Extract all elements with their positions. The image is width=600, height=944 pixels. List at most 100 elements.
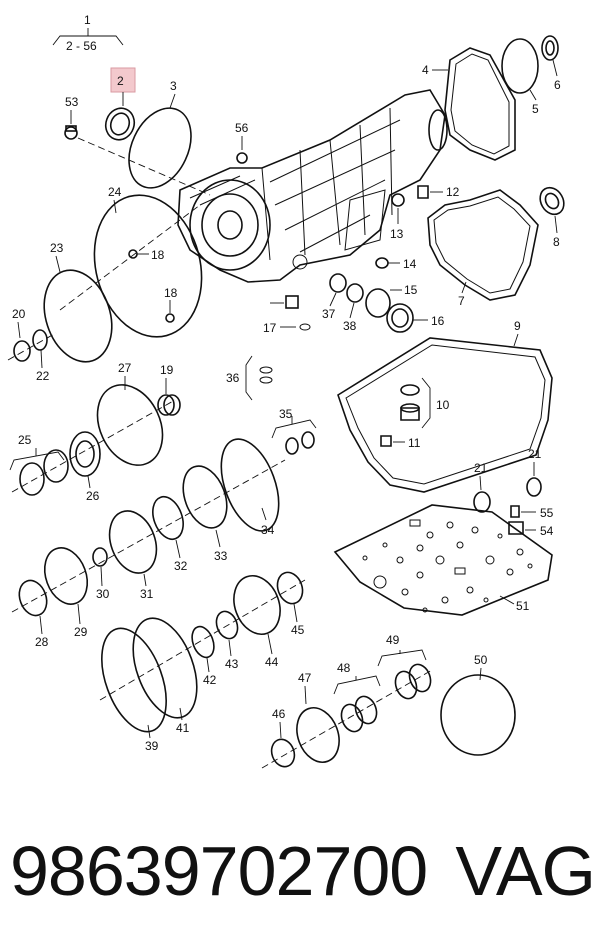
part-10-o-ring [400, 384, 420, 396]
callout-39[interactable]: 38 [343, 319, 357, 333]
callout-28[interactable]: 27 [118, 361, 132, 375]
part-49-ring-b [354, 695, 378, 725]
callout-11[interactable]: 11 [408, 436, 421, 450]
callout-18b[interactable]: 18 [164, 286, 178, 300]
callout-48[interactable]: 47 [298, 671, 312, 685]
callout-54[interactable]: 55 [540, 506, 554, 520]
part-28-ring [96, 384, 164, 466]
callout-46[interactable]: 45 [291, 623, 305, 637]
plate-holes [362, 519, 533, 613]
caption-bar: 98639702700 VAG [10, 826, 596, 916]
part-49-ring-a [340, 703, 364, 733]
exploded-parts-diagram: 1 2 - 56 2 53 3 56 4 5 [7, 13, 565, 769]
callout-13[interactable]: 13 [390, 227, 404, 241]
callout-21a[interactable]: 21 [474, 461, 488, 475]
part-46-ring [276, 571, 304, 605]
callout-2[interactable]: 2 [117, 74, 124, 88]
callout-36[interactable]: 35 [279, 407, 293, 421]
callout-33[interactable]: 32 [174, 559, 188, 573]
part-18-seal-lower [165, 313, 175, 323]
callout-37[interactable]: 36 [226, 371, 240, 385]
part-4-gasket [444, 47, 516, 161]
brand-text: VAG [455, 832, 596, 910]
callout-8[interactable]: 8 [553, 235, 560, 249]
part-22-plug [64, 125, 78, 140]
part-19-seal [157, 394, 175, 416]
callout-21b[interactable]: 21 [528, 447, 542, 461]
callout-4[interactable]: 4 [422, 63, 429, 77]
callout-27[interactable]: 26 [86, 489, 100, 503]
callout-38[interactable]: 37 [322, 307, 336, 321]
callout-26[interactable]: 25 [18, 433, 32, 447]
callout-19[interactable]: 19 [160, 363, 174, 377]
part-51-ring [440, 674, 516, 756]
callout-18a[interactable]: 18 [151, 248, 165, 262]
callout-17[interactable]: 17 [263, 321, 277, 335]
part-2-seal [104, 107, 136, 141]
part-30-ring [43, 547, 89, 605]
callout-12[interactable]: 12 [446, 185, 460, 199]
part-32-ring [108, 510, 158, 574]
callout-35[interactable]: 34 [261, 523, 275, 537]
part-16-ring [386, 303, 414, 333]
callout-50[interactable]: 49 [386, 633, 400, 647]
callout-3[interactable]: 3 [170, 79, 177, 93]
part-36-ring-a [285, 437, 299, 455]
callout-45[interactable]: 44 [265, 655, 279, 669]
callout-34[interactable]: 33 [214, 549, 228, 563]
callout-6[interactable]: 6 [554, 78, 561, 92]
callout-52[interactable]: 51 [516, 599, 530, 613]
callout-9[interactable]: 9 [514, 319, 521, 333]
part-9-oil-pan [337, 337, 553, 493]
assembly-range-label: 2 - 56 [66, 39, 97, 53]
part-29-ring [18, 579, 48, 617]
part-26-ring-b [43, 449, 69, 483]
callout-5[interactable]: 5 [532, 102, 539, 116]
callout-10[interactable]: 10 [436, 398, 450, 412]
part-55-plug [236, 152, 248, 164]
callout-42[interactable]: 41 [176, 721, 190, 735]
part-31-ring [92, 547, 108, 567]
callout-41[interactable]: 39 [145, 739, 159, 753]
callout-22[interactable]: 53 [65, 95, 79, 109]
part-54-valve [510, 505, 520, 518]
part-11-bolt [380, 435, 392, 447]
part-18-seal-upper [128, 249, 138, 259]
callout-47[interactable]: 46 [272, 707, 286, 721]
callout-32[interactable]: 31 [140, 587, 154, 601]
callout-29[interactable]: 28 [35, 635, 49, 649]
part-8-seal [539, 186, 565, 216]
part-7-gasket [427, 189, 539, 301]
callout-51[interactable]: 50 [474, 653, 488, 667]
callout-16[interactable]: 16 [431, 314, 445, 328]
callout-25[interactable]: 24 [108, 185, 122, 199]
part-41-ring [101, 627, 167, 733]
part-45-ring [233, 575, 281, 635]
part-5-o-ring [501, 38, 539, 94]
callout-53[interactable]: 54 [540, 524, 554, 538]
callout-30[interactable]: 29 [74, 625, 88, 639]
assembly-number-label: 1 [84, 13, 91, 27]
part-3-o-ring [128, 107, 192, 189]
callout-43[interactable]: 42 [203, 673, 217, 687]
part-47-ring [270, 738, 296, 768]
callout-44[interactable]: 43 [225, 657, 239, 671]
part-50-ring-b [408, 663, 432, 693]
part-21-ring-b [526, 477, 542, 497]
callout-14[interactable]: 14 [403, 257, 417, 271]
part-10-plug [400, 407, 420, 421]
callout-15[interactable]: 15 [404, 283, 418, 297]
callout-20[interactable]: 20 [12, 307, 26, 321]
callout-7[interactable]: 7 [458, 294, 465, 308]
assembly-header: 1 2 - 56 [52, 13, 124, 53]
part-24-ring [43, 269, 113, 363]
callout-23[interactable]: 22 [36, 369, 50, 383]
callout-31[interactable]: 30 [96, 587, 110, 601]
part-21-ring-a [473, 491, 491, 513]
callout-55[interactable]: 56 [235, 121, 249, 135]
callout-24[interactable]: 23 [50, 241, 64, 255]
part-27-bearing [69, 431, 101, 477]
part-25-ring [93, 194, 203, 338]
callout-49[interactable]: 48 [337, 661, 351, 675]
part-56-filter [285, 295, 299, 309]
